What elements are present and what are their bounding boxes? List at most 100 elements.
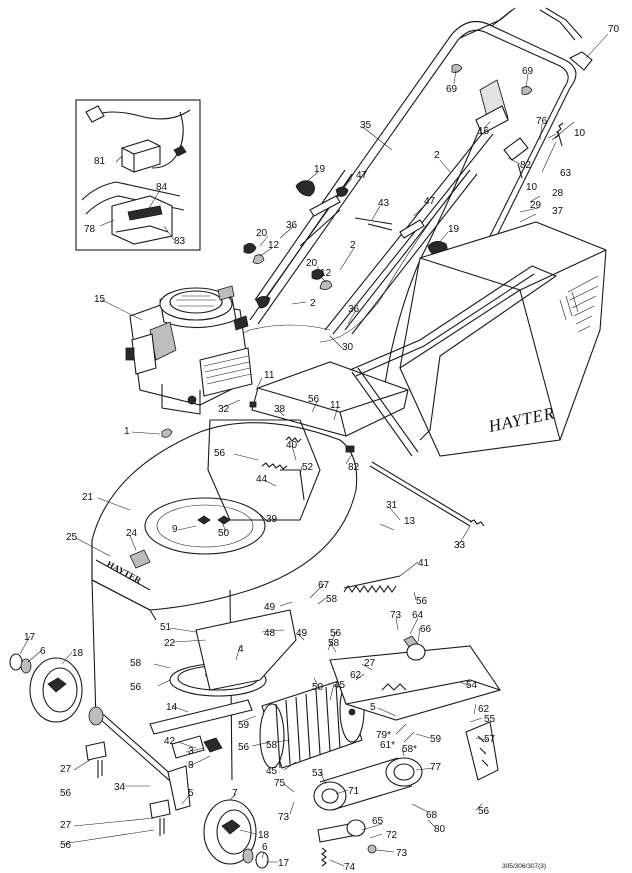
part-label-62: 62 bbox=[350, 670, 362, 681]
part-label-62: 62 bbox=[478, 704, 490, 715]
part-label-45: 45 bbox=[334, 680, 346, 691]
part-labels: 70 69 69 10 76 35 16 82 63 10 2 28 29 37… bbox=[24, 24, 620, 873]
part-label-40: 40 bbox=[286, 440, 298, 451]
leader-lines bbox=[19, 33, 609, 867]
part-label-82: 82 bbox=[348, 462, 360, 473]
part-label-41: 41 bbox=[418, 558, 430, 569]
part-label-56: 56 bbox=[478, 806, 490, 817]
part-label-10: 10 bbox=[526, 182, 538, 193]
part-label-56: 56 bbox=[330, 628, 342, 639]
part-label-58: 58 bbox=[266, 740, 278, 751]
part-label-78: 78 bbox=[84, 224, 96, 235]
part-label-44: 44 bbox=[256, 474, 268, 485]
part-label-25: 25 bbox=[66, 532, 78, 543]
part-label-56: 56 bbox=[308, 394, 320, 405]
part-label-52: 52 bbox=[302, 462, 314, 473]
part-label-12: 12 bbox=[268, 240, 280, 251]
blade-assembly bbox=[149, 609, 297, 759]
part-label-50: 50 bbox=[312, 682, 324, 693]
part-label-56: 56 bbox=[60, 840, 72, 851]
part-label-57: 57 bbox=[484, 734, 496, 745]
part-label-70: 70 bbox=[608, 24, 620, 35]
part-label-73: 73 bbox=[390, 610, 402, 621]
part-label-74: 74 bbox=[344, 862, 356, 873]
part-label-75: 75 bbox=[274, 778, 286, 789]
engine-assembly bbox=[125, 285, 253, 415]
part-label-71: 71 bbox=[348, 786, 360, 797]
part-label-66: 66 bbox=[420, 624, 432, 635]
part-label-72: 72 bbox=[386, 830, 398, 841]
front-axle-wheels bbox=[9, 653, 269, 869]
part-label-12: 12 bbox=[320, 268, 332, 279]
part-label-10: 10 bbox=[574, 128, 586, 139]
part-label-6: 6 bbox=[262, 842, 268, 853]
part-label-2: 2 bbox=[434, 150, 440, 161]
part-label-6: 6 bbox=[40, 646, 46, 657]
part-label-27: 27 bbox=[60, 820, 72, 831]
part-label-49: 49 bbox=[296, 628, 308, 639]
part-label-29: 29 bbox=[530, 200, 542, 211]
part-label-1: 1 bbox=[124, 426, 130, 437]
part-label-49: 49 bbox=[264, 602, 276, 613]
part-label-45: 45 bbox=[266, 766, 278, 777]
part-label-79*: 79* bbox=[376, 730, 391, 741]
part-label-64: 64 bbox=[412, 610, 424, 621]
part-label-18: 18 bbox=[258, 830, 270, 841]
part-label-36: 36 bbox=[286, 220, 298, 231]
part-label-39: 39 bbox=[266, 514, 278, 525]
part-label-19: 19 bbox=[314, 164, 326, 175]
part-label-30: 30 bbox=[342, 342, 354, 353]
part-label-63: 63 bbox=[560, 168, 572, 179]
inset-detail bbox=[75, 99, 201, 251]
part-label-59: 59 bbox=[238, 720, 250, 731]
part-label-77: 77 bbox=[430, 762, 442, 773]
part-label-20: 20 bbox=[256, 228, 268, 239]
part-label-8: 8 bbox=[188, 760, 194, 771]
part-label-43: 43 bbox=[378, 198, 390, 209]
part-label-13: 13 bbox=[404, 516, 416, 527]
reference-code: 305/306/307(3) bbox=[502, 863, 546, 870]
part-label-83: 83 bbox=[174, 236, 186, 247]
part-label-7: 7 bbox=[232, 788, 238, 799]
grass-catcher bbox=[349, 221, 607, 527]
part-label-27: 27 bbox=[60, 764, 72, 775]
part-label-35: 35 bbox=[360, 120, 372, 131]
part-label-9: 9 bbox=[172, 524, 178, 535]
part-label-84: 84 bbox=[156, 182, 168, 193]
part-label-47: 47 bbox=[356, 170, 368, 181]
part-label-76: 76 bbox=[536, 116, 548, 127]
part-label-53: 53 bbox=[312, 768, 324, 779]
part-label-59: 59 bbox=[430, 734, 442, 745]
part-label-3: 3 bbox=[188, 746, 194, 757]
part-label-17: 17 bbox=[24, 632, 36, 643]
part-label-47: 47 bbox=[424, 196, 436, 207]
part-label-48: 48 bbox=[264, 628, 276, 639]
part-label-56: 56 bbox=[60, 788, 72, 799]
part-label-2: 2 bbox=[350, 240, 356, 251]
part-label-67: 67 bbox=[318, 580, 330, 591]
part-label-19: 19 bbox=[448, 224, 460, 235]
part-label-11: 11 bbox=[330, 400, 341, 411]
rear-roller bbox=[259, 635, 501, 867]
part-label-58*: 58* bbox=[402, 744, 417, 755]
part-label-58: 58 bbox=[326, 594, 338, 605]
part-label-4: 4 bbox=[238, 644, 244, 655]
part-label-28: 28 bbox=[552, 188, 564, 199]
part-label-11: 11 bbox=[264, 370, 275, 381]
part-label-56: 56 bbox=[130, 682, 142, 693]
part-label-32: 32 bbox=[218, 404, 230, 415]
part-label-55: 55 bbox=[484, 714, 496, 725]
part-label-58: 58 bbox=[130, 658, 142, 669]
part-label-22: 22 bbox=[164, 638, 176, 649]
part-label-69: 69 bbox=[446, 84, 458, 95]
part-label-16: 16 bbox=[478, 126, 490, 137]
part-label-17: 17 bbox=[278, 858, 290, 869]
part-label-18: 18 bbox=[72, 648, 84, 659]
spring-41 bbox=[343, 575, 401, 593]
part-label-51: 51 bbox=[160, 622, 172, 633]
part-label-24: 24 bbox=[126, 528, 138, 539]
part-label-81: 81 bbox=[94, 156, 106, 167]
part-label-33: 33 bbox=[454, 540, 466, 551]
part-label-56: 56 bbox=[214, 448, 226, 459]
